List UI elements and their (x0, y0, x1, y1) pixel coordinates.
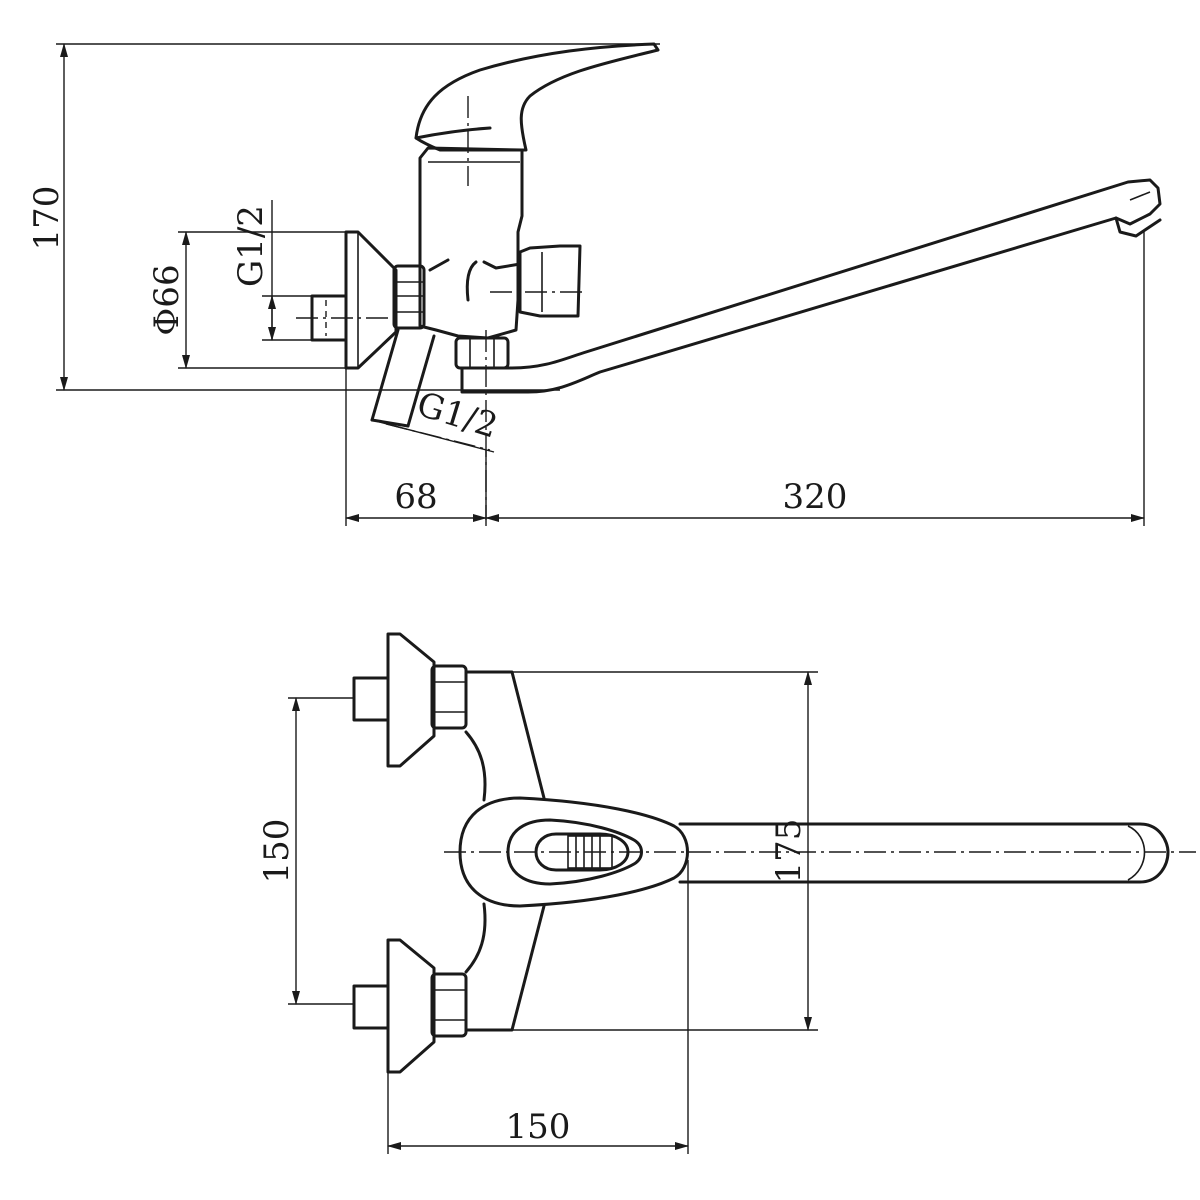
inlet-spacing-label: 150 (257, 819, 297, 884)
spout-nut (454, 336, 510, 370)
mixer-body (418, 146, 524, 340)
lever-handle (414, 42, 660, 152)
dimension-body-depth: 150 (387, 860, 689, 1154)
dimension-inlet-thread: G1/2 (231, 200, 312, 341)
height-label: 170 (27, 186, 67, 251)
wall-flange (344, 230, 398, 370)
diameter-label: Φ66 (147, 264, 187, 335)
dimension-depth: 68 (345, 368, 487, 526)
inlet-thread-label: G1/2 (231, 205, 271, 287)
swivel-spout (460, 178, 1162, 394)
body-depth-label: 150 (506, 1107, 571, 1147)
top-body (464, 670, 546, 1032)
dimension-spout-reach: 320 (485, 232, 1145, 526)
dimension-height: 170 (27, 43, 660, 391)
top-view: 150 175 150 (257, 632, 1196, 1154)
top-spout (678, 822, 1170, 884)
outlet-thread-label: G1/2 (412, 384, 502, 446)
body-width-label: 175 (769, 819, 809, 884)
upper-inlet-assembly (352, 632, 468, 768)
side-view: 170 Φ66 G1/2 G1/2 68 (27, 42, 1162, 526)
dimension-inlet-spacing: 150 (257, 697, 354, 1005)
eccentric-nut (392, 264, 426, 330)
spout-reach-label: 320 (783, 477, 848, 517)
dimension-outlet-thread: G1/2 (371, 384, 502, 453)
dimension-flange-diameter: Φ66 (147, 231, 346, 369)
depth-label: 68 (394, 477, 437, 517)
diverter-knob (518, 244, 582, 318)
dimension-body-width: 175 (466, 671, 818, 1031)
lower-inlet-assembly (352, 938, 468, 1074)
